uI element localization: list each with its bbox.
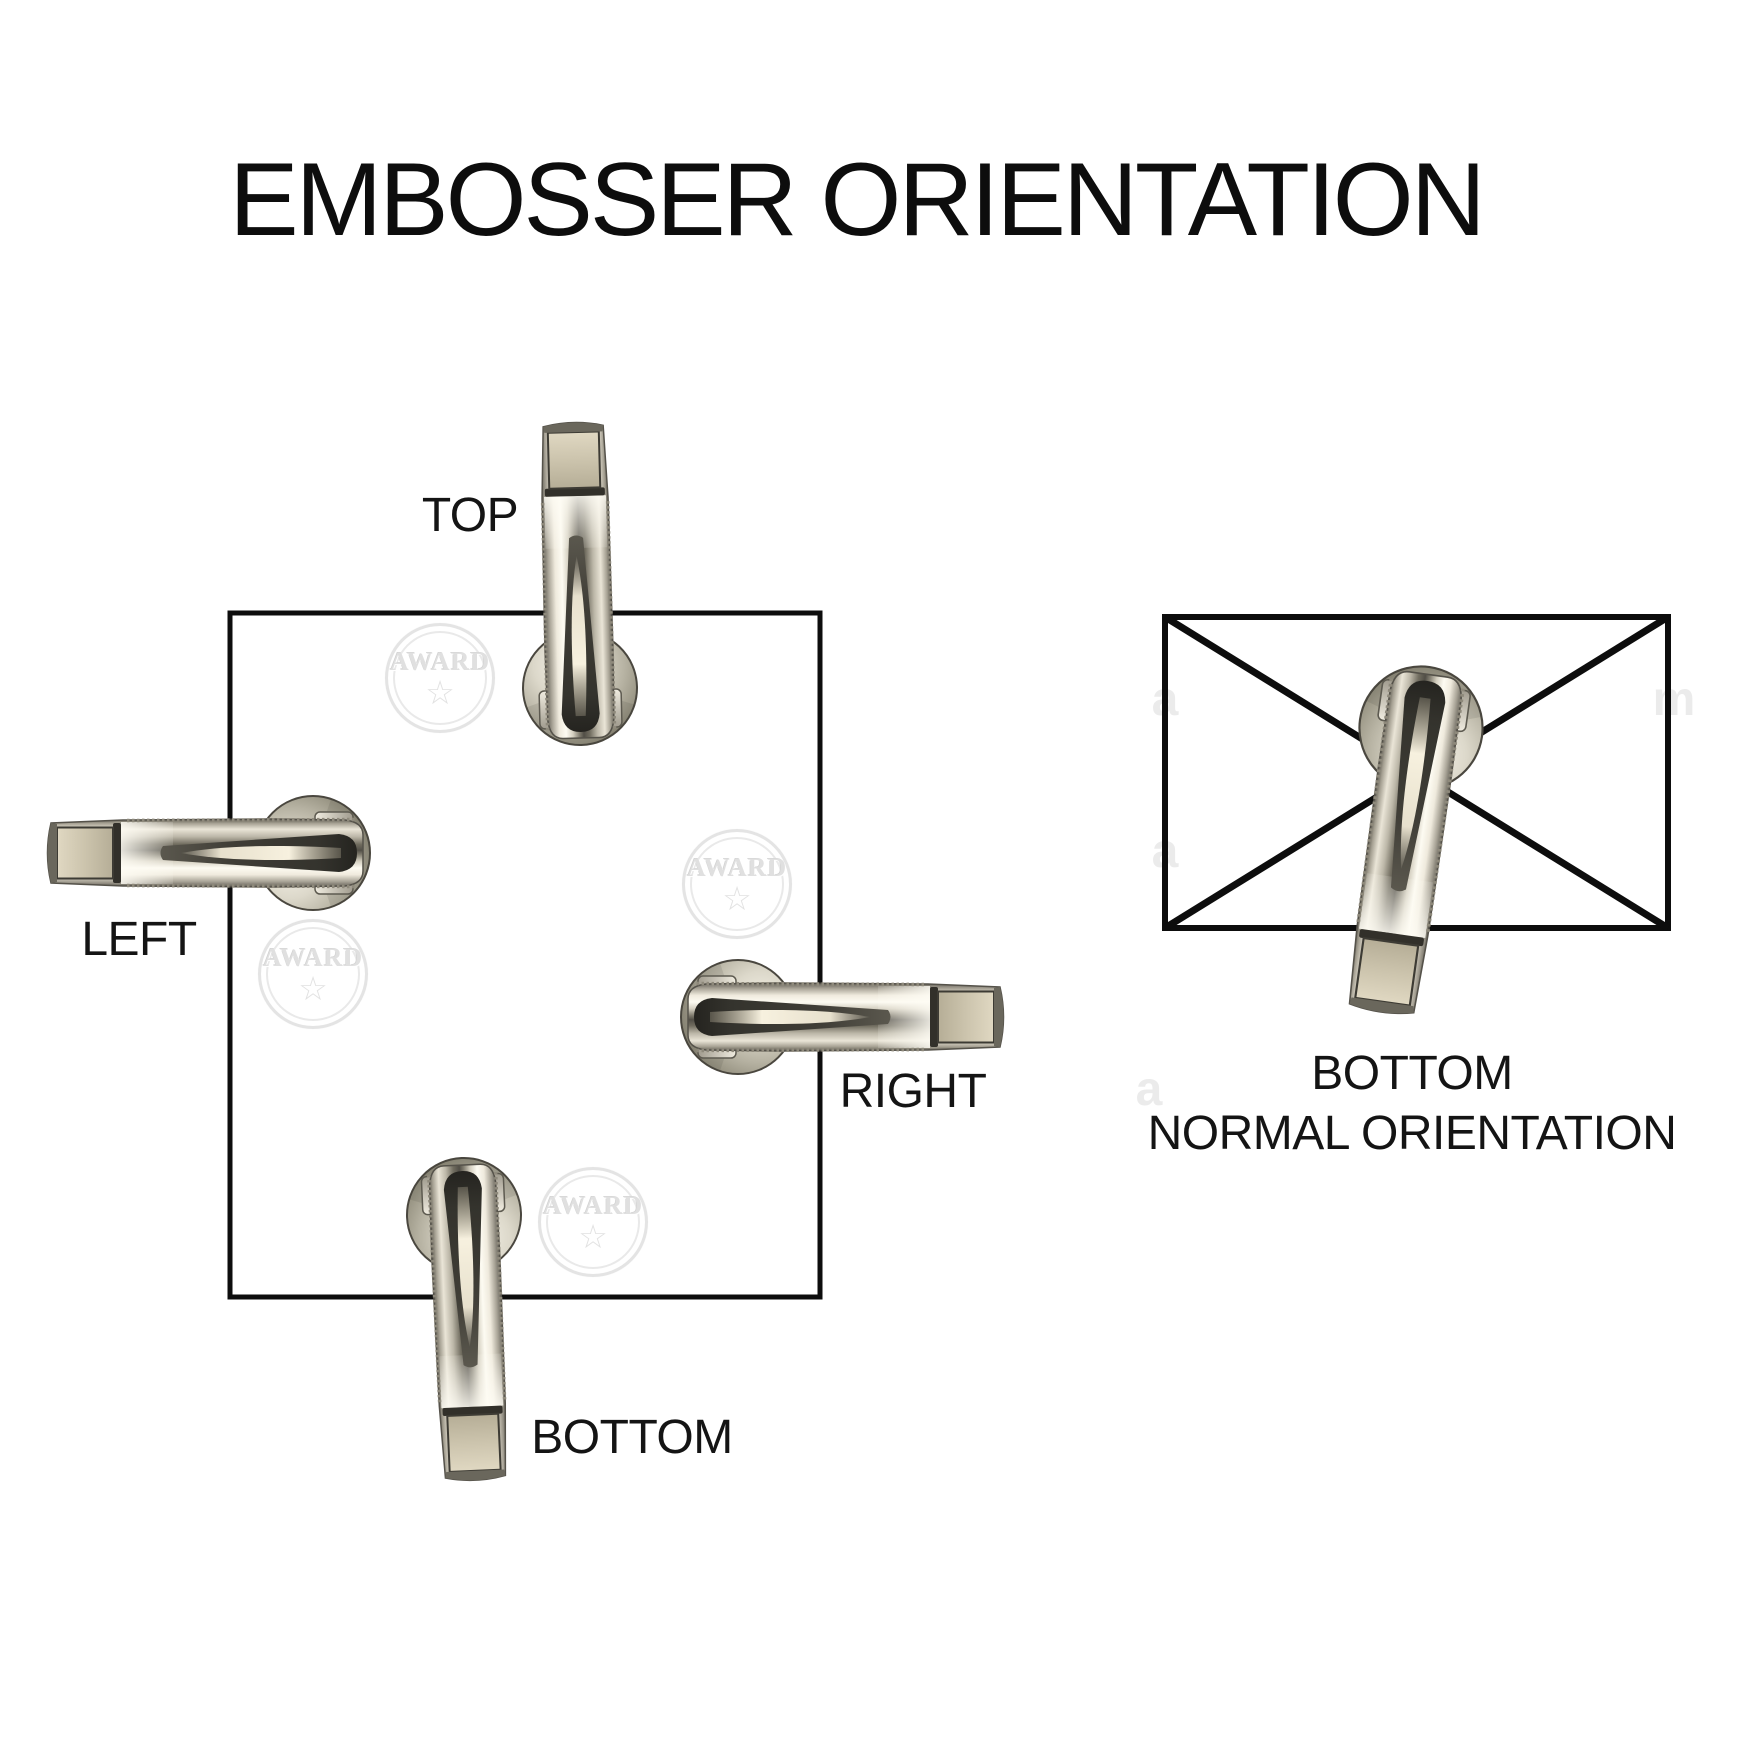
- embosser-top: [514, 419, 641, 749]
- right-label: RIGHT: [839, 1065, 987, 1118]
- orientation-square: [227, 610, 823, 1300]
- embosser-right: [679, 958, 1006, 1076]
- star-icon: ☆: [425, 673, 455, 712]
- watermark-letter: a: [1135, 1063, 1163, 1116]
- top-label: TOP: [421, 489, 519, 542]
- embosser-envelope: [1318, 656, 1493, 1023]
- award-seal-top: AWARD ☆: [385, 623, 495, 733]
- award-seal-text: AWARD: [389, 647, 491, 676]
- award-seal-text: AWARD: [542, 1191, 644, 1220]
- envelope-caption-line1: BOTTOM: [1311, 1047, 1513, 1100]
- award-seal-left: AWARD ☆: [258, 919, 368, 1029]
- embosser-left: [45, 794, 372, 912]
- award-seal-right: AWARD ☆: [682, 829, 792, 939]
- award-seal-text: AWARD: [262, 943, 364, 972]
- embosser-bottom: [402, 1153, 535, 1485]
- watermark-letter: m: [1652, 673, 1696, 726]
- page-title: EMBOSSER ORIENTATION: [229, 142, 1486, 258]
- left-label: LEFT: [81, 913, 197, 966]
- star-icon: ☆: [298, 969, 328, 1008]
- star-icon: ☆: [722, 879, 752, 918]
- award-seal-bottom: AWARD ☆: [538, 1167, 648, 1277]
- bottom-label: BOTTOM: [531, 1411, 733, 1464]
- envelope-caption: BOTTOM NORMAL ORIENTATION: [1148, 1044, 1677, 1164]
- star-icon: ☆: [578, 1217, 608, 1256]
- envelope-caption-line2: NORMAL ORIENTATION: [1147, 1107, 1677, 1160]
- award-seal-text: AWARD: [686, 853, 788, 882]
